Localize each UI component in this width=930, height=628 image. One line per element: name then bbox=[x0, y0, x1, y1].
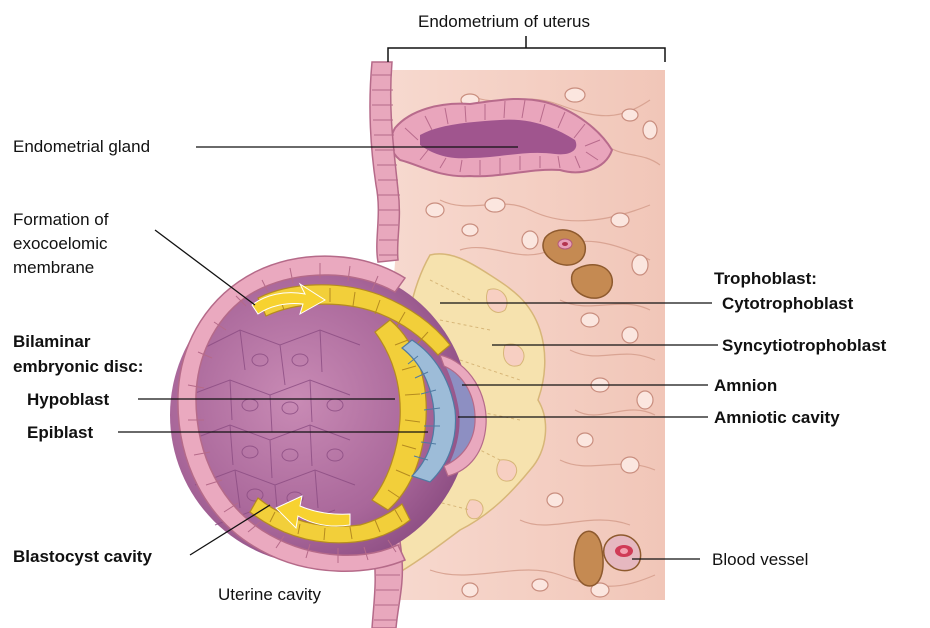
label-uterine-cavity: Uterine cavity bbox=[218, 584, 321, 605]
label-hypoblast: Hypoblast bbox=[27, 389, 109, 410]
label-formation-line2: exocoelomic bbox=[13, 233, 108, 254]
label-syncytiotrophoblast: Syncytiotrophoblast bbox=[722, 335, 886, 356]
endometrium-bracket bbox=[388, 48, 665, 62]
label-blastocyst-cavity: Blastocyst cavity bbox=[13, 546, 152, 567]
label-amnion: Amnion bbox=[714, 375, 777, 396]
label-trophoblast: Trophoblast: bbox=[714, 268, 817, 289]
label-amniotic-cavity: Amniotic cavity bbox=[714, 407, 840, 428]
label-formation-line3: membrane bbox=[13, 257, 94, 278]
label-endometrium: Endometrium of uterus bbox=[418, 11, 590, 32]
label-endometrial-gland: Endometrial gland bbox=[13, 136, 150, 157]
label-formation-line1: Formation of bbox=[13, 209, 108, 230]
leader-formation bbox=[155, 230, 255, 305]
label-blood-vessel: Blood vessel bbox=[712, 549, 808, 570]
label-bilaminar-line1: Bilaminar bbox=[13, 331, 90, 352]
label-cytotrophoblast: Cytotrophoblast bbox=[722, 293, 853, 314]
label-epiblast: Epiblast bbox=[27, 422, 93, 443]
label-bilaminar-line2: embryonic disc: bbox=[13, 356, 143, 377]
